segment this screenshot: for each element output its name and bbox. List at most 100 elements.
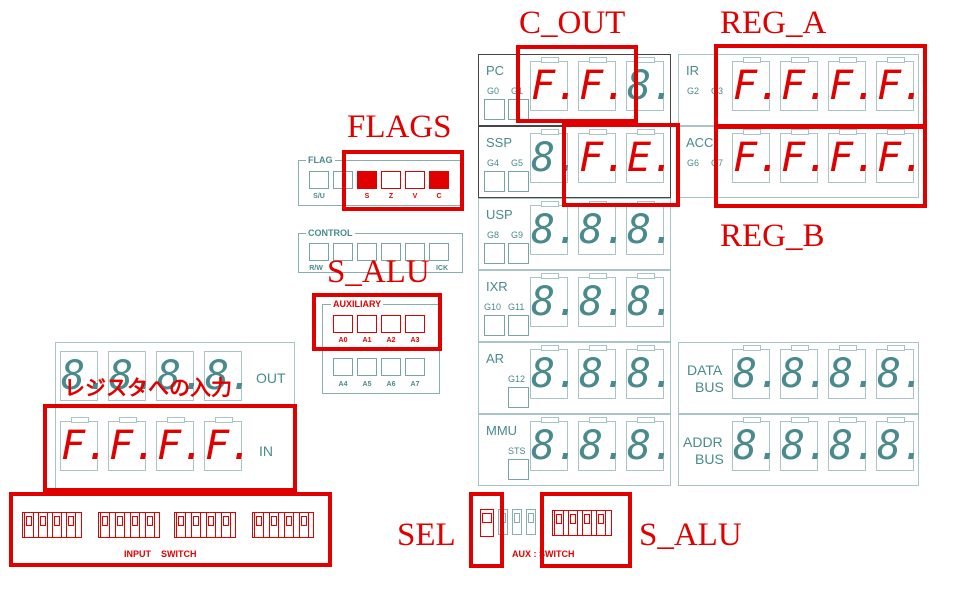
- ssp-group-button[interactable]: [484, 171, 505, 192]
- input-switch[interactable]: [269, 512, 279, 538]
- usp-digit: 8.: [578, 201, 627, 255]
- addr-bus-label: ADDR: [683, 434, 723, 450]
- data-bus-digit: 8.: [876, 345, 925, 399]
- ixr-group-label: G10: [484, 302, 502, 312]
- ssp-group-button[interactable]: [508, 171, 529, 192]
- usp-group-button[interactable]: [484, 243, 505, 264]
- input-switch-label: INPUT SWITCH: [124, 549, 197, 559]
- input-switch[interactable]: [145, 512, 155, 538]
- ar-group-label: G12: [508, 374, 526, 384]
- input-switch-group: [174, 512, 236, 538]
- input-switch[interactable]: [115, 512, 125, 538]
- flag-s-indicator: [357, 171, 377, 189]
- sel-switch[interactable]: [480, 509, 494, 537]
- aux-a1-label: A1: [362, 337, 372, 344]
- ar-digit: 8.: [626, 345, 675, 399]
- control-button[interactable]: [309, 243, 329, 261]
- control-button[interactable]: [333, 243, 353, 261]
- aux-a0-toggle[interactable]: [333, 315, 353, 333]
- s-alu-switch[interactable]: [596, 510, 606, 536]
- ixr-group-button[interactable]: [508, 315, 529, 336]
- reg-b-highlight: [714, 125, 927, 208]
- aux-a7-toggle[interactable]: [405, 358, 425, 376]
- sel-annotation: SEL: [397, 517, 456, 553]
- input-switch[interactable]: [24, 512, 34, 538]
- input-switch[interactable]: [176, 512, 186, 538]
- input-switch-highlight: [9, 492, 332, 567]
- input-register-annotation: レジスタへの入力: [64, 376, 232, 400]
- data-bus-digit: 8.: [732, 345, 781, 399]
- usp-group-label: G8: [487, 230, 500, 240]
- aux-a3-toggle[interactable]: [405, 315, 425, 333]
- ixr-label: IXR: [486, 279, 508, 294]
- aux-a4-toggle[interactable]: [333, 358, 353, 376]
- flag-z-label: Z: [388, 193, 394, 200]
- ixr-digit: 8.: [530, 273, 579, 327]
- s-alu-switch-highlight: [540, 492, 632, 568]
- aux-a2-toggle[interactable]: [381, 315, 401, 333]
- control-button[interactable]: [429, 243, 449, 261]
- in-label: IN: [259, 443, 273, 459]
- flag-title: FLAG: [306, 155, 335, 165]
- input-switch[interactable]: [299, 512, 309, 538]
- usp-digit: 8.: [626, 201, 675, 255]
- aux-a6-label: A6: [386, 381, 396, 388]
- usp-group-button[interactable]: [508, 243, 529, 264]
- input-switch[interactable]: [100, 512, 110, 538]
- input-switch[interactable]: [254, 512, 264, 538]
- input-switch[interactable]: [38, 512, 48, 538]
- mmu-sts-button[interactable]: [508, 459, 529, 480]
- ir-label: IR: [686, 63, 699, 78]
- input-switch[interactable]: [66, 512, 76, 538]
- c-out-annotation: C_OUT: [519, 5, 626, 41]
- flag-su-label: S/U: [313, 193, 325, 200]
- pc-group-button[interactable]: [484, 99, 505, 120]
- aux-a0-label: A0: [338, 337, 348, 344]
- aux-a5-toggle[interactable]: [357, 358, 377, 376]
- control-button[interactable]: [381, 243, 401, 261]
- input-switch[interactable]: [221, 512, 231, 538]
- control-button[interactable]: [357, 243, 377, 261]
- aux-a6-toggle[interactable]: [381, 358, 401, 376]
- input-switch[interactable]: [284, 512, 294, 538]
- input-switch[interactable]: [191, 512, 201, 538]
- addr-bus-digit: 8.: [828, 417, 877, 471]
- usp-label: USP: [486, 207, 513, 222]
- input-switch[interactable]: [52, 512, 62, 538]
- addr-bus-digit: 8.: [732, 417, 781, 471]
- pc-label: PC: [486, 63, 505, 78]
- s-alu-switch[interactable]: [568, 510, 578, 536]
- flag-z-indicator: [381, 171, 401, 189]
- input-switch[interactable]: [130, 512, 140, 538]
- aux-switch[interactable]: [512, 509, 522, 535]
- flags-annotation: FLAGS: [347, 109, 452, 145]
- s-alu-switch[interactable]: [582, 510, 592, 536]
- input-switch-group: [252, 512, 314, 538]
- data-bus-digit: 8.: [780, 345, 829, 399]
- input-switch-group: [98, 512, 160, 538]
- usp-group-label: G9: [511, 230, 524, 240]
- mmu-label: MMU: [486, 423, 518, 438]
- acc-label: ACC: [686, 135, 714, 150]
- flag-c-label: C: [436, 193, 442, 200]
- ar-digit: 8.: [530, 345, 579, 399]
- control-title: CONTROL: [306, 228, 355, 238]
- control-rw-label: R/W: [309, 265, 323, 272]
- aux-a5-label: A5: [362, 381, 372, 388]
- ixr-group-label: G11: [508, 302, 525, 312]
- aux-switch[interactable]: [526, 509, 536, 535]
- in-digit: F.: [156, 417, 205, 471]
- ar-digit: 8.: [578, 345, 627, 399]
- ar-group-button[interactable]: [508, 387, 529, 408]
- flag-su-toggle[interactable]: [309, 171, 329, 189]
- s-alu-switch[interactable]: [554, 510, 564, 536]
- ir-digit: F.: [828, 57, 877, 111]
- ixr-group-button[interactable]: [484, 315, 505, 336]
- mmu-digit: 8.: [626, 417, 675, 471]
- out-digit: 8.: [108, 351, 158, 401]
- s-alu-annotation: S_ALU: [327, 254, 430, 290]
- control-button[interactable]: [405, 243, 425, 261]
- input-switch[interactable]: [206, 512, 216, 538]
- control-ick-label: ICK: [435, 265, 449, 272]
- aux-a1-toggle[interactable]: [357, 315, 377, 333]
